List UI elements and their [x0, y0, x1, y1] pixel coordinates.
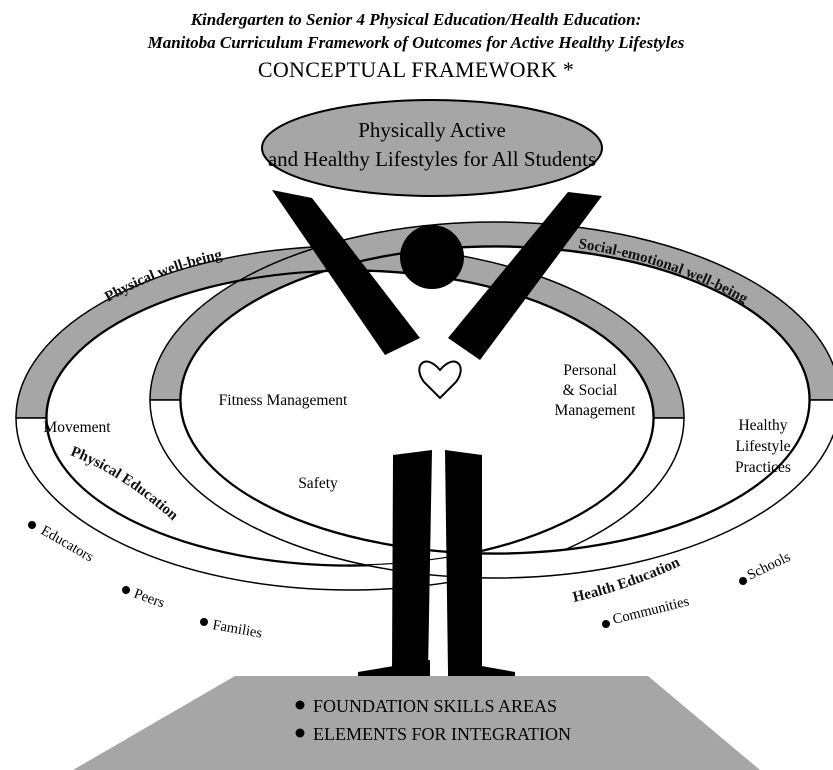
figure-left-foot: [358, 660, 430, 680]
partner-families-label: Families: [211, 617, 263, 641]
outcome-healthy-lifestyle-line1: Healthy: [738, 417, 787, 434]
header-title-line2: Manitoba Curriculum Framework of Outcome…: [147, 33, 685, 52]
bullet-icon: [200, 618, 208, 626]
bullet-icon: [122, 586, 130, 594]
outcome-personal-social-line3: Management: [555, 402, 637, 419]
human-figure: [272, 190, 602, 680]
foundation-line1: FOUNDATION SKILLS AREAS: [313, 696, 557, 716]
partner-communities-label: Communities: [611, 593, 691, 628]
figure-right-arm: [448, 192, 602, 360]
heart-icon: [418, 360, 462, 400]
foundation-line2: ELEMENTS FOR INTEGRATION: [313, 724, 571, 744]
bullet-icon: [739, 577, 747, 585]
physical-education-band: [15, 417, 685, 591]
partner-peers-label: Peers: [132, 586, 167, 612]
goal-text-line1: Physically Active: [358, 118, 506, 142]
right-inner-ellipse: [180, 246, 810, 554]
partner-educators: Educators: [28, 521, 97, 566]
bullet-icon: [602, 620, 610, 628]
foundation-base: [73, 676, 760, 770]
outcome-personal-social-line1: Personal: [563, 362, 616, 379]
partner-peers: Peers: [122, 586, 167, 612]
goal-text-line2: and Healthy Lifestyles for All Students: [268, 147, 596, 171]
partner-schools: Schools: [739, 549, 793, 585]
figure-right-foot: [448, 660, 515, 680]
header-title-line1: Kindergarten to Senior 4 Physical Educat…: [190, 10, 642, 29]
goal-ellipse: [261, 99, 603, 197]
header-conceptual-framework: CONCEPTUAL FRAMEWORK *: [258, 57, 574, 82]
partner-educators-label: Educators: [38, 523, 97, 566]
figure-left-arm: [272, 190, 420, 355]
outcome-fitness-management: Fitness Management: [219, 392, 348, 409]
partner-schools-label: Schools: [745, 549, 794, 584]
partner-communities: Communities: [602, 593, 691, 628]
outcome-healthy-lifestyle-line3: Practices: [735, 459, 791, 476]
bullet-icon: [28, 521, 36, 529]
bullet-icon: [295, 728, 305, 738]
figure-left-leg: [392, 450, 432, 672]
outcome-personal-social-line2: & Social: [563, 382, 618, 399]
outcome-movement: Movement: [43, 419, 111, 436]
figure-head: [400, 225, 464, 289]
health-education-band: [149, 399, 833, 579]
outcome-healthy-lifestyle-line2: Lifestyle: [735, 438, 790, 455]
figure-right-leg: [445, 450, 482, 672]
partner-families: Families: [200, 617, 264, 642]
bullet-icon: [295, 700, 305, 710]
outcome-safety: Safety: [298, 475, 338, 492]
